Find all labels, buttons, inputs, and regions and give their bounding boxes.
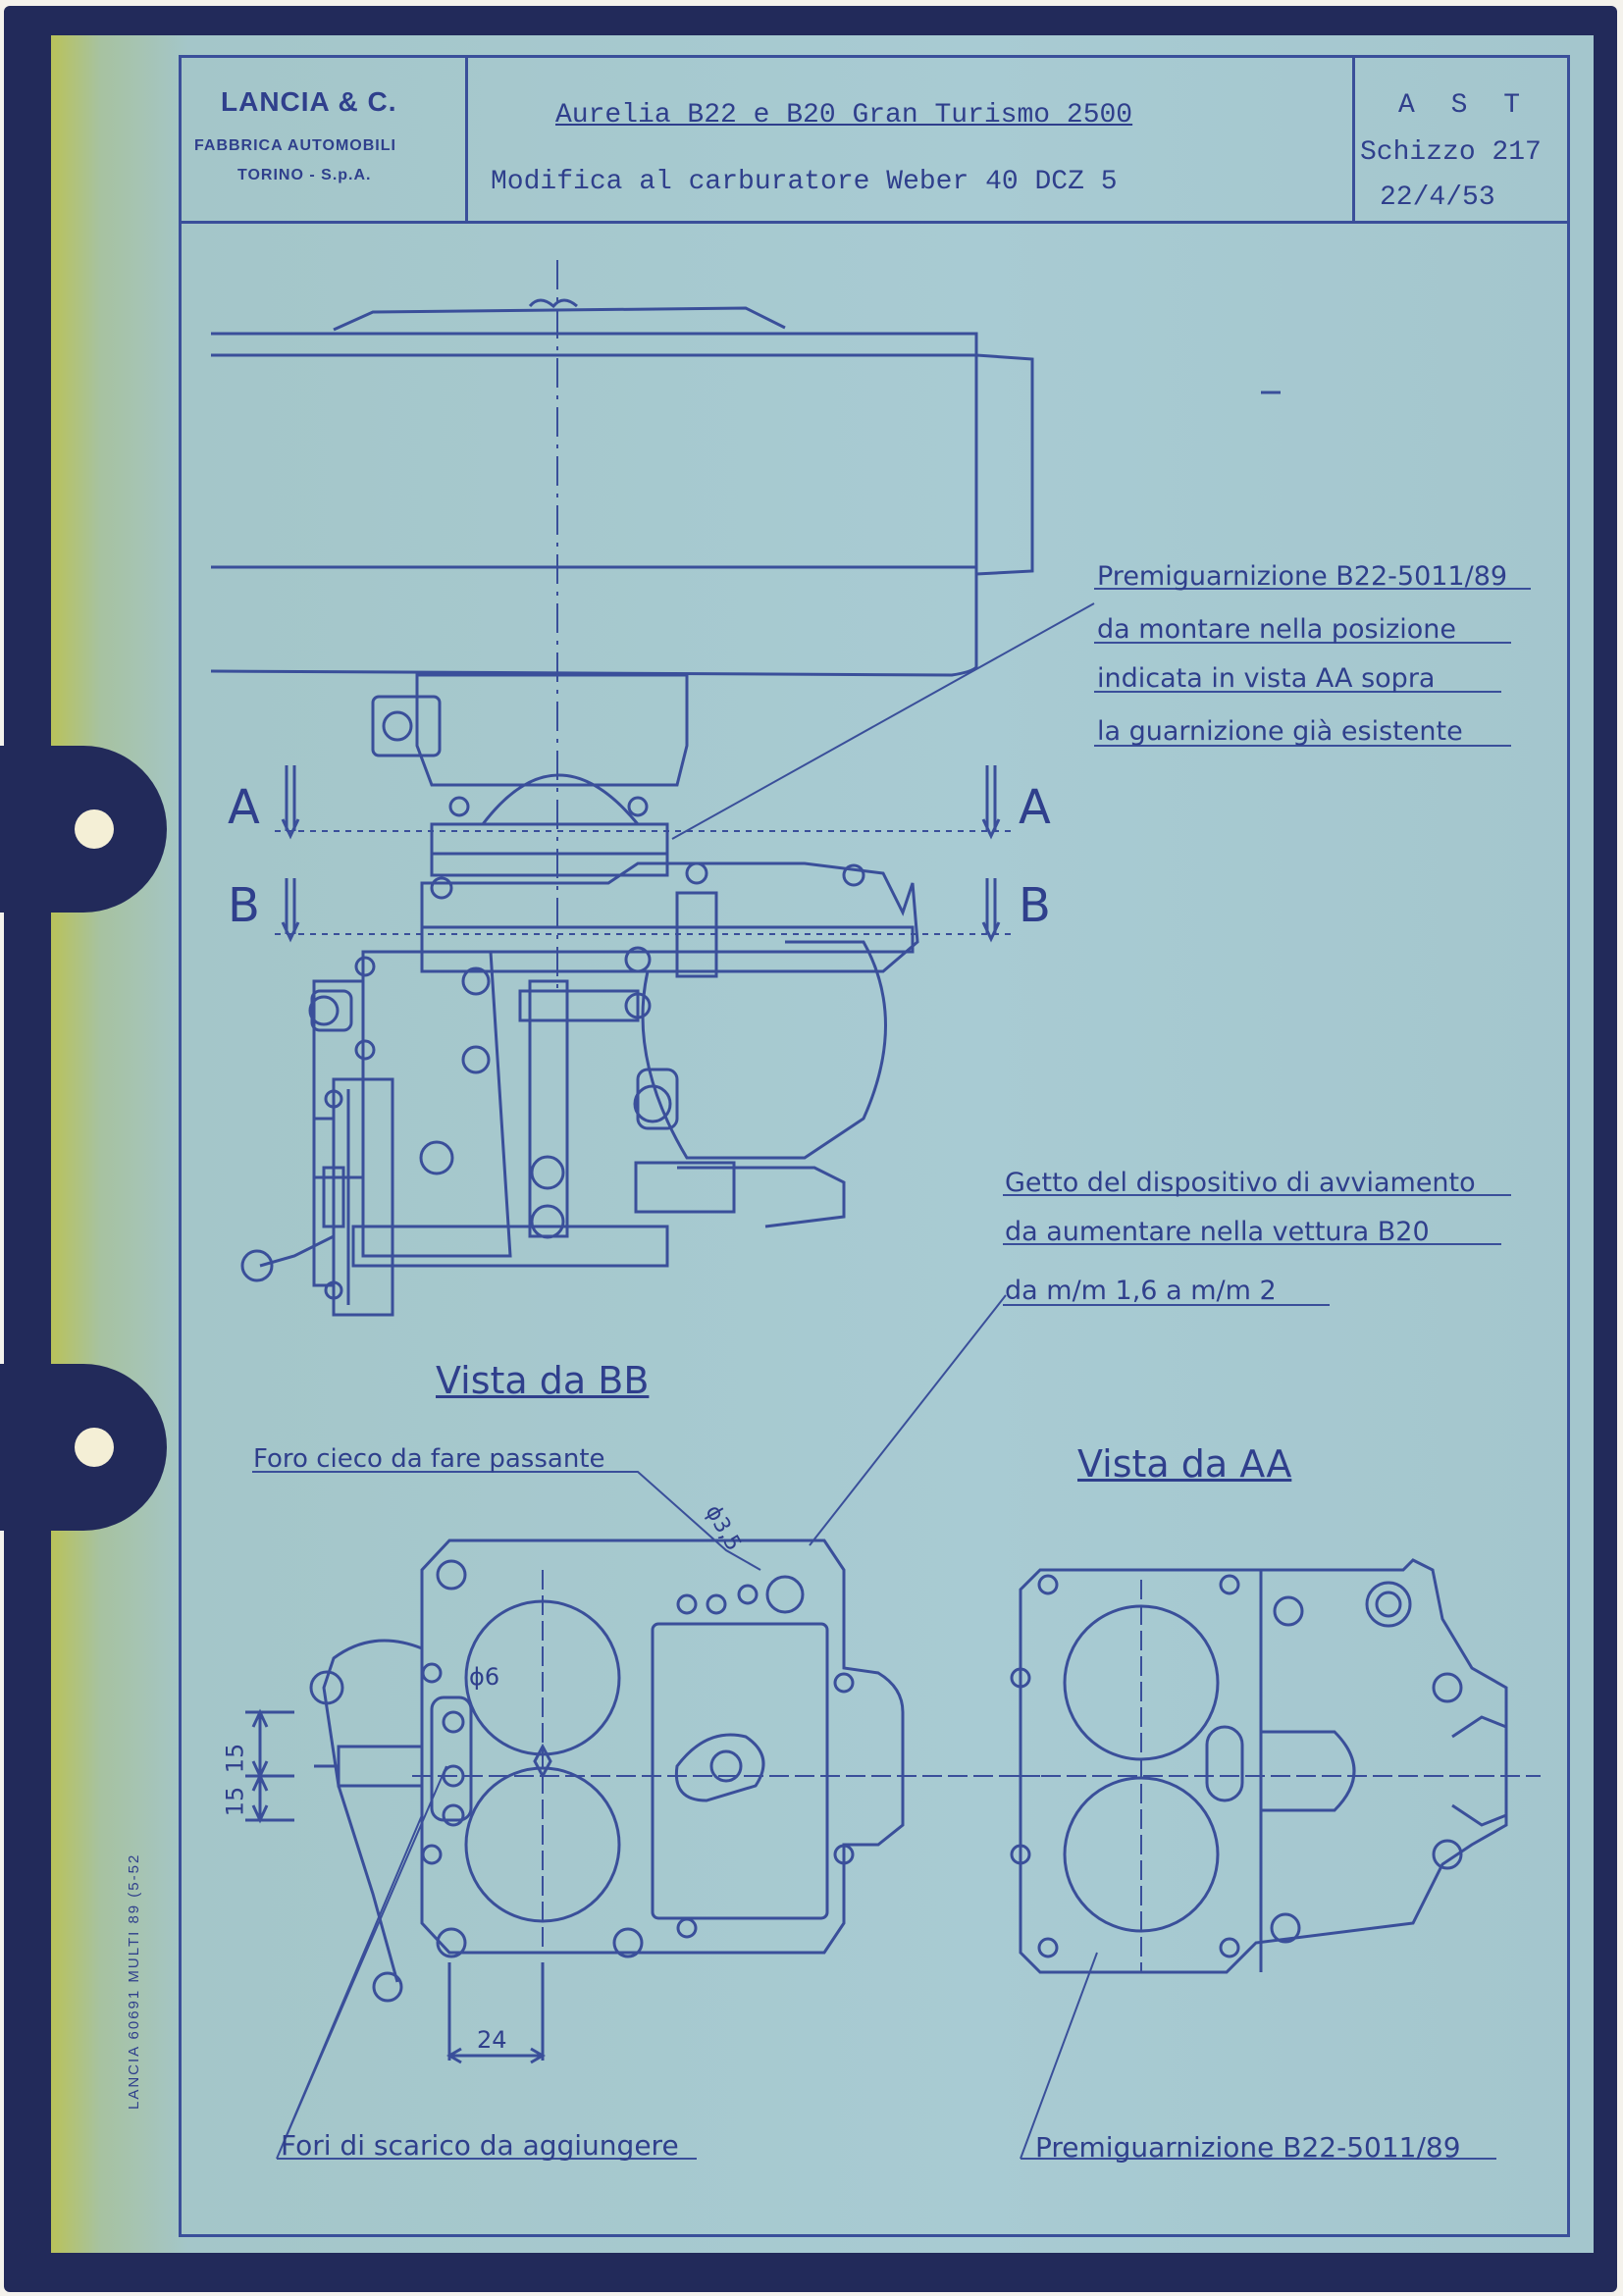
view-aa-label: Vista da AA: [1077, 1442, 1292, 1486]
gasket-note-line2: da montare nella posizione: [1097, 614, 1457, 645]
blind-hole-note: Foro cieco da fare passante: [253, 1444, 605, 1474]
gasket-note-line3: indicata in vista AA sopra: [1097, 663, 1436, 694]
dimension-15-upper: 15: [221, 1743, 249, 1774]
blueprint-paper: [51, 35, 1594, 2253]
drawing-frame: [179, 55, 1570, 2237]
jet-note-underlines: [1003, 1194, 1511, 1306]
carburetor-upper-body: [371, 673, 689, 877]
gasket-note-underlines: [1094, 588, 1531, 747]
drain-holes-note: Fori di scarico da aggiungere: [281, 2129, 679, 2162]
diameter-6-label: ϕ6: [469, 1663, 500, 1691]
gasket-leader-line: [671, 602, 1095, 840]
company-name: LANCIA & C.: [221, 86, 397, 117]
view-bb-label: Vista da BB: [436, 1359, 650, 1402]
jet-note-line1: Getto del dispositivo di avviamento: [1005, 1168, 1476, 1198]
section-markers: [275, 765, 1011, 943]
choke-lever-assembly: [240, 956, 394, 1317]
dimension-15-lower: 15: [221, 1786, 249, 1817]
section-label-a-left: A: [228, 780, 260, 835]
sketch-number: Schizzo 217: [1360, 137, 1542, 168]
air-filter-housing: [210, 298, 1281, 677]
title-block-divider-right: [1352, 55, 1355, 224]
binder-tab-lower: [0, 1364, 167, 1531]
drawing-date: 22/4/53: [1380, 183, 1495, 213]
binder-tab-upper: [0, 746, 167, 913]
gasket-note-line1: Premiguarnizione B22-5011/89: [1097, 561, 1508, 592]
view-bb-drawing: [245, 1471, 1040, 2160]
department-code: A S T: [1398, 90, 1531, 121]
jet-note-line2: da aumentare nella vettura B20: [1005, 1217, 1430, 1247]
jet-note-line3: da m/m 1,6 a m/m 2: [1005, 1276, 1277, 1306]
title-block: [179, 55, 1570, 224]
carburetor-main-body: [312, 861, 919, 1268]
title-block-divider-left: [465, 55, 468, 224]
section-label-b-left: B: [228, 878, 260, 933]
binder-hole-lower: [75, 1428, 114, 1467]
section-label-b-right: B: [1019, 878, 1051, 933]
gasket-note-line4: la guarnizione già esistente: [1097, 716, 1463, 747]
binder-hole-upper: [75, 809, 114, 849]
drawing-subtitle: Modifica al carburatore Weber 40 DCZ 5: [491, 167, 1118, 197]
jet-leader-line: [809, 1294, 1007, 1546]
section-label-a-right: A: [1019, 780, 1051, 835]
company-location: TORINO - S.p.A.: [237, 167, 372, 183]
drawing-title: Aurelia B22 e B20 Gran Turismo 2500: [555, 100, 1133, 130]
view-aa-drawing: [1010, 1558, 1541, 2160]
company-subtitle: FABBRICA AUTOMOBILI: [194, 137, 396, 154]
dimension-24: 24: [477, 2026, 507, 2054]
gasket-label: Premiguarnizione B22-5011/89: [1035, 2131, 1461, 2164]
